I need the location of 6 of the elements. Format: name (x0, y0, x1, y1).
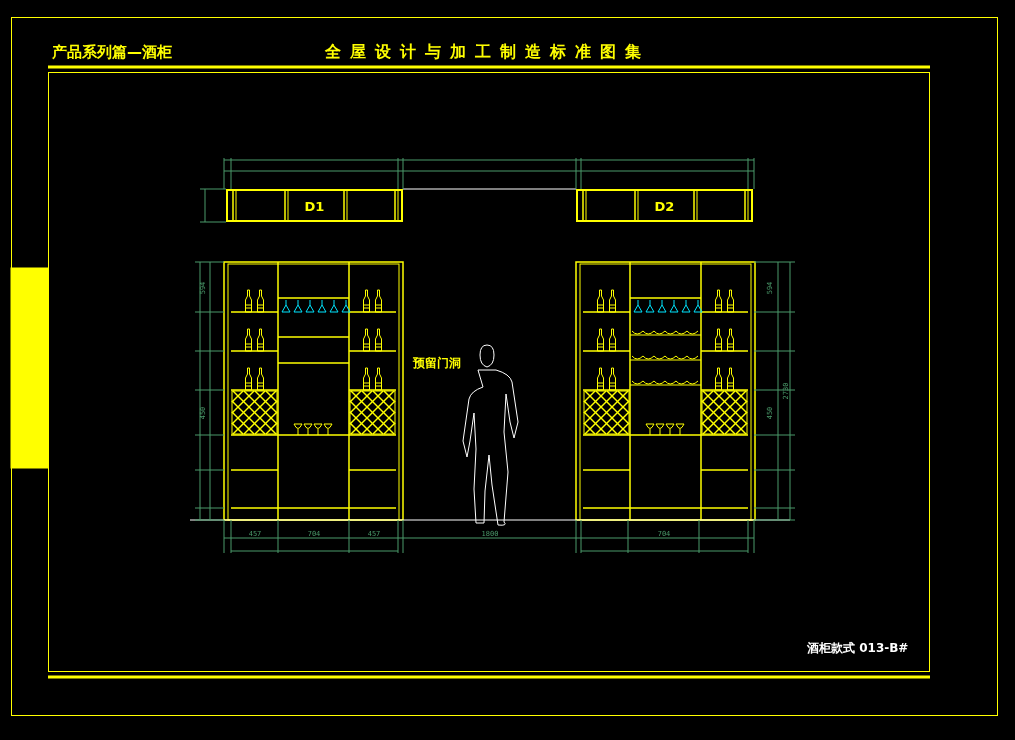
title: 全屋设计与加工制造标准图集 (325, 42, 650, 63)
wall-cabinet-box: D2 (576, 189, 753, 222)
header-text: 产品系列篇—酒柜 (52, 43, 172, 62)
wall-cabinet-box: D1 (226, 189, 403, 222)
model-number: 酒柜款式 013-B# (807, 640, 909, 657)
note-text: 预留门洞 (413, 355, 461, 372)
